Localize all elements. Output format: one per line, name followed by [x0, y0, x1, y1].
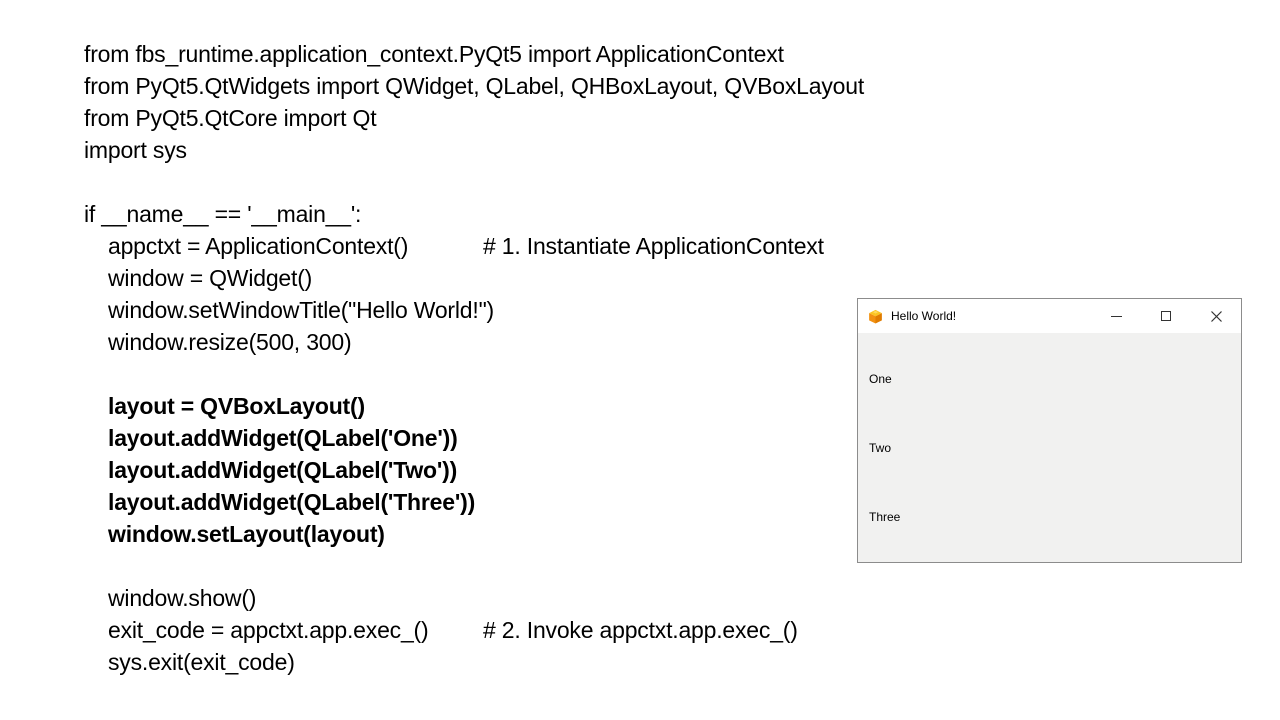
- code-text: window.show(): [108, 585, 257, 611]
- code-text: layout = QVBoxLayout(): [108, 393, 365, 419]
- code-line: layout = QVBoxLayout(): [84, 390, 984, 422]
- code-text: window.resize(500, 300): [108, 329, 352, 355]
- code-line-blank: [84, 550, 984, 582]
- minimize-button[interactable]: [1091, 299, 1141, 333]
- code-line: if __name__ == '__main__':: [84, 198, 984, 230]
- code-line: window.setLayout(layout): [84, 518, 984, 550]
- code-text: window.setWindowTitle("Hello World!"): [108, 297, 494, 323]
- maximize-icon: [1161, 311, 1171, 321]
- code-comment: # 1. Instantiate ApplicationContext: [483, 233, 824, 259]
- code-block: from fbs_runtime.application_context.PyQ…: [84, 38, 984, 678]
- code-text: from PyQt5.QtCore import Qt: [84, 105, 377, 131]
- minimize-icon: [1110, 315, 1122, 317]
- code-text: appctxt = ApplicationContext(): [108, 233, 409, 259]
- code-line: import sys: [84, 134, 984, 166]
- code-line: window = QWidget(): [84, 262, 984, 294]
- qlabel-row: Two: [869, 413, 1230, 482]
- code-text: exit_code = appctxt.app.exec_(): [108, 617, 429, 643]
- code-text: window = QWidget(): [108, 265, 313, 291]
- code-line: window.resize(500, 300): [84, 326, 984, 358]
- window-controls: [1091, 299, 1241, 333]
- code-line: window.show(): [84, 582, 984, 614]
- code-line: sys.exit(exit_code): [84, 646, 984, 678]
- code-text: window.setLayout(layout): [108, 521, 385, 547]
- code-line-blank: [84, 166, 984, 198]
- code-line: exit_code = appctxt.app.exec_() # 2. Invo…: [84, 614, 984, 646]
- code-line: from PyQt5.QtWidgets import QWidget, QLa…: [84, 70, 984, 102]
- code-text: import sys: [84, 137, 187, 163]
- close-button[interactable]: [1191, 299, 1241, 333]
- qlabel: One: [869, 371, 892, 386]
- code-line: from fbs_runtime.application_context.PyQ…: [84, 38, 984, 70]
- code-text: from PyQt5.QtWidgets import QWidget, QLa…: [84, 73, 865, 99]
- code-line: from PyQt5.QtCore import Qt: [84, 102, 984, 134]
- code-text: from fbs_runtime.application_context.PyQ…: [84, 41, 784, 67]
- window-titlebar[interactable]: Hello World!: [858, 299, 1241, 333]
- code-line: window.setWindowTitle("Hello World!"): [84, 294, 984, 326]
- fbs-package-box-icon: [869, 309, 882, 324]
- window-title: Hello World!: [891, 309, 957, 323]
- code-line: layout.addWidget(QLabel('Two')): [84, 454, 984, 486]
- maximize-button[interactable]: [1141, 299, 1191, 333]
- close-icon: [1210, 310, 1222, 322]
- qlabel-row: Three: [869, 482, 1230, 551]
- code-text: layout.addWidget(QLabel('Three')): [108, 489, 476, 515]
- code-line-blank: [84, 358, 984, 390]
- code-line: appctxt = ApplicationContext() # 1. Insta…: [84, 230, 984, 262]
- code-comment: # 2. Invoke appctxt.app.exec_(): [483, 617, 798, 643]
- code-line: layout.addWidget(QLabel('One')): [84, 422, 984, 454]
- code-text: layout.addWidget(QLabel('One')): [108, 425, 458, 451]
- code-line: layout.addWidget(QLabel('Three')): [84, 486, 984, 518]
- qlabel: Three: [869, 509, 901, 524]
- code-text: layout.addWidget(QLabel('Two')): [108, 457, 458, 483]
- code-text: sys.exit(exit_code): [108, 649, 295, 675]
- code-text: if __name__ == '__main__':: [84, 201, 362, 227]
- qlabel-row: One: [869, 344, 1230, 413]
- qlabel: Two: [869, 440, 892, 455]
